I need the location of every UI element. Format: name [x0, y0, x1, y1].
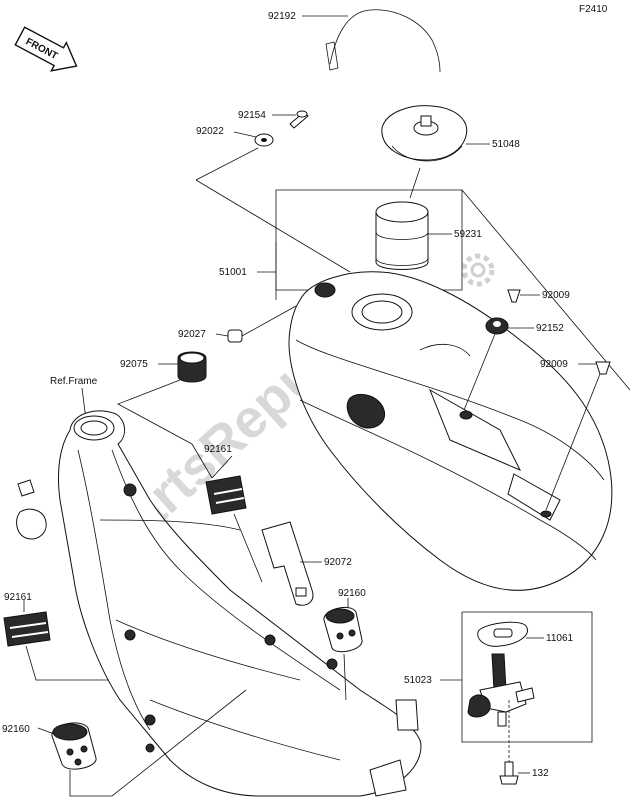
label-51048: 51048	[492, 139, 520, 150]
label-92152: 92152	[536, 323, 564, 334]
fuel-cap-51048	[381, 105, 468, 162]
bolt-92009-upper	[507, 289, 521, 303]
label-92160-left: 92160	[2, 724, 30, 735]
figure-code: F2410	[579, 4, 608, 15]
fuel-tank-51001	[288, 271, 613, 591]
label-92154: 92154	[238, 110, 266, 121]
watermark-gear-icon	[461, 253, 495, 287]
rubber-92161-upper	[205, 475, 247, 515]
label-92072: 92072	[324, 557, 352, 568]
ref-frame-label: Ref.Frame	[50, 376, 98, 387]
screw-132	[499, 700, 519, 785]
label-92161-upper: 92161	[204, 444, 232, 455]
label-51001: 51001	[219, 267, 247, 278]
front-arrow-icon: FRONT	[14, 26, 78, 72]
label-51023: 51023	[404, 675, 432, 686]
collar-92160-left	[51, 722, 97, 770]
label-92022: 92022	[196, 126, 224, 137]
label-132: 132	[532, 768, 549, 779]
label-92009-lower: 92009	[540, 359, 568, 370]
label-92161-left: 92161	[4, 592, 32, 603]
bolt-92009-lower	[595, 361, 611, 375]
label-92192: 92192	[268, 11, 296, 22]
label-92027: 92027	[178, 329, 206, 340]
label-92075: 92075	[120, 359, 148, 370]
bolt-92154	[289, 110, 309, 129]
damper-92152	[485, 317, 509, 335]
strap-92072	[261, 521, 314, 606]
filler-neck-59231	[375, 201, 429, 270]
collar-92027	[227, 329, 243, 343]
frame	[16, 410, 422, 797]
label-92160-right: 92160	[338, 588, 366, 599]
label-92009-upper: 92009	[542, 290, 570, 301]
fuel-cock-group-box	[440, 611, 593, 743]
label-59231: 59231	[454, 229, 482, 240]
fuel-vent-hose	[325, 9, 441, 73]
gasket-11061	[477, 621, 528, 647]
damper-92075	[177, 351, 207, 383]
collar-92160-right	[323, 607, 363, 653]
label-11061: 11061	[546, 633, 574, 644]
fuel-cock-51023	[467, 653, 535, 727]
rubber-92161-left	[3, 611, 51, 647]
